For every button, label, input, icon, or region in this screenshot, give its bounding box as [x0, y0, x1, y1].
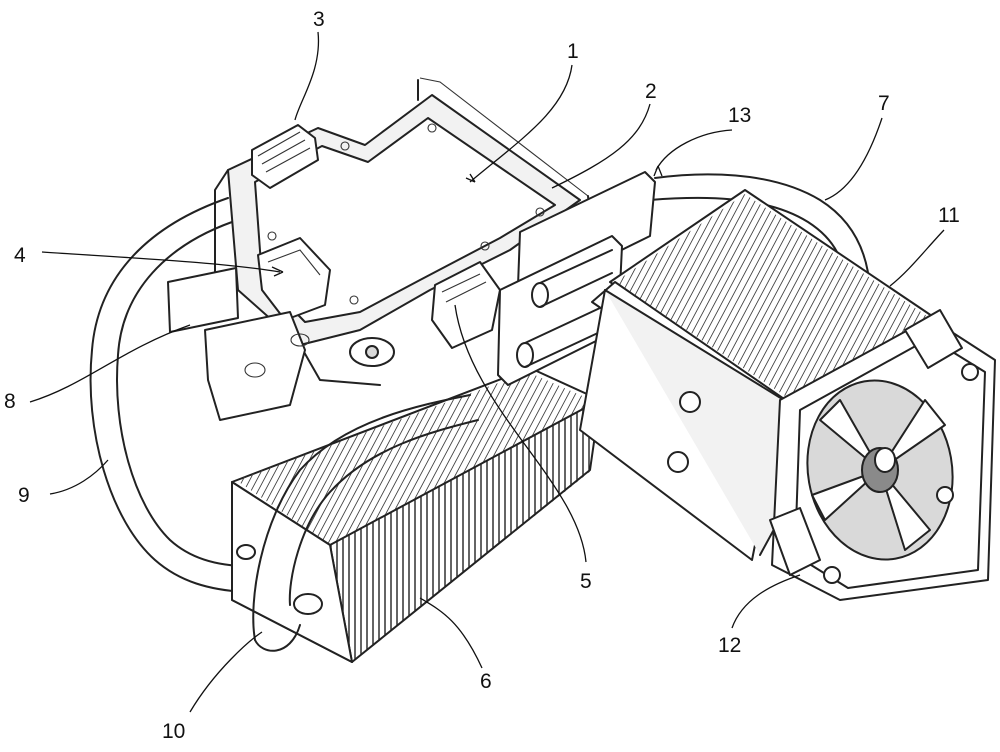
leader-8 [29, 324, 191, 403]
leader-10 [189, 631, 263, 713]
leader-lines [29, 31, 945, 713]
fan-12 [769, 309, 996, 601]
module-frame-1 [214, 77, 591, 386]
arrow-13 [653, 165, 663, 177]
ref-label-3: 3 [313, 8, 325, 31]
lower-heat-sink-6 [231, 367, 601, 663]
heat-pipe-10 [252, 394, 479, 652]
leader-2 [551, 103, 651, 189]
ref-label-4: 4 [14, 244, 26, 267]
ref-label-1: 1 [567, 40, 579, 63]
ref-label-11: 11 [938, 204, 960, 227]
leader-13 [655, 129, 733, 171]
leader-12 [731, 574, 801, 629]
ref-label-5: 5 [580, 570, 592, 593]
ref-label-9: 9 [18, 484, 30, 507]
ref-label-7: 7 [878, 92, 890, 115]
leader-9 [49, 459, 109, 495]
ref-label-8: 8 [4, 390, 16, 413]
leader-1 [469, 64, 573, 183]
arrow-4 [271, 266, 284, 277]
leader-6 [419, 597, 483, 669]
leader-5 [454, 304, 587, 563]
arrow-1 [465, 173, 476, 183]
heat-pipe-loop-9 [89, 197, 249, 593]
leader-4 [41, 251, 281, 273]
leader-7 [824, 117, 883, 201]
side-bracket-8 [167, 267, 310, 421]
leader-11 [889, 229, 945, 287]
ref-label-2: 2 [645, 80, 657, 103]
ref-label-12: 12 [718, 634, 741, 657]
ref-label-13: 13 [728, 104, 751, 127]
reference-numerals: 1 2 3 4 5 6 7 8 9 10 11 12 13 [4, 8, 960, 743]
ref-label-10: 10 [162, 720, 185, 743]
leader-3 [294, 31, 320, 121]
ref-label-6: 6 [480, 670, 492, 693]
